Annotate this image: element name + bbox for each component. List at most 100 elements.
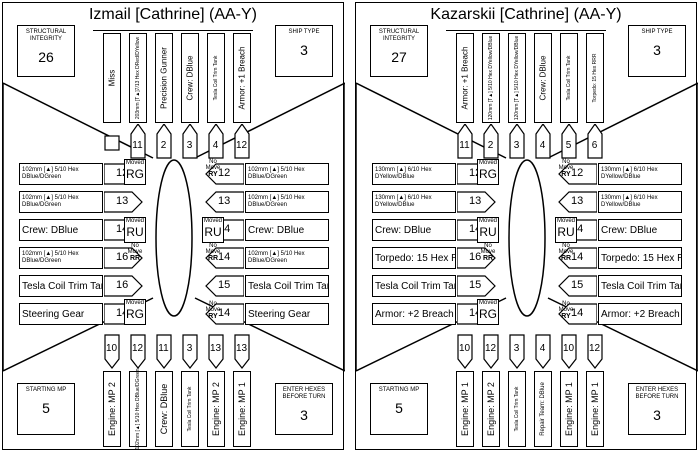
right-system-card[interactable]: Steering Gear (245, 303, 329, 325)
right-card-label: Torpedo: 15 Hex RRR (601, 252, 681, 264)
no-move-line2: Move (558, 165, 574, 171)
left-system-card[interactable]: Crew: DBlue (19, 219, 103, 241)
top-system-card[interactable]: Tesla Coil Trim Tank (207, 33, 225, 123)
bottom-system-card[interactable]: Engine: MP 1 (456, 371, 474, 447)
right-system-card[interactable]: Tesla Coil Trim Tank (245, 275, 329, 297)
top-system-card[interactable]: Armor: +1 Breach (233, 33, 251, 123)
top-card-label: Precision Gunner (159, 47, 169, 109)
hit-number-marker: 12 (587, 333, 603, 369)
left-card-label: Armor: +2 Breach (375, 308, 454, 320)
no-move-code: RY (208, 171, 218, 178)
left-system-card[interactable]: 130mm [▲] 6/10 Hex DYellow/DBlue (372, 191, 456, 213)
left-system-card[interactable]: 102mm [▲] 5/10 Hex DBlue/DGreen (19, 247, 103, 269)
no-move-line1: No (209, 243, 217, 249)
bottom-system-card[interactable]: Crew: DBlue (155, 371, 173, 447)
hit-number: 4 (212, 140, 219, 151)
hit-number-marker: 16 (457, 247, 497, 269)
right-system-card[interactable]: Crew: DBlue (245, 219, 329, 241)
hit-number: 2 (160, 140, 167, 151)
hit-number-marker: 13 (208, 333, 224, 369)
right-system-card[interactable]: Torpedo: 15 Hex RRR (598, 247, 682, 269)
left-system-card[interactable]: Tesla Coil Trim Tank (372, 275, 456, 297)
left-card-label: 102mm [▲] 5/10 Hex DBlue/DGreen (22, 195, 79, 208)
top-system-card[interactable]: Crew: DBlue (534, 33, 552, 123)
no-move-code: RY (561, 313, 571, 320)
top-system-card[interactable]: Crew: DBlue (181, 33, 199, 123)
bottom-system-card[interactable]: Engine: MP 2 (103, 371, 121, 447)
bottom-system-card[interactable]: Engine: MP 2 (482, 371, 500, 447)
hit-number: 3 (186, 140, 193, 151)
top-system-card[interactable]: Torpedo: 15 Hex RRR (586, 33, 604, 123)
box-value: 26 (38, 49, 54, 65)
hit-number-marker: 11 (156, 333, 172, 369)
moved-label: Moved (203, 218, 222, 224)
hit-number-marker: 15 (557, 275, 597, 297)
top-system-card[interactable]: 203mm [T▲]7/13 Hex DRed/DYellow (129, 33, 147, 123)
right-system-card[interactable]: 102mm [▲] 5/10 Hex DBlue/DGreen (245, 191, 329, 213)
hit-number: 3 (513, 343, 520, 354)
bottom-system-card[interactable]: Tesla Coil Trim Tank (181, 371, 199, 447)
box-value: 3 (300, 407, 308, 423)
top-system-card[interactable]: Precision Gunner (155, 33, 173, 123)
left-system-card[interactable]: Tesla Coil Trim Tank (19, 275, 103, 297)
left-system-card[interactable]: 102mm [▲] 5/10 Hex DBlue/DGreen (19, 191, 103, 213)
left-system-card[interactable]: 130mm [▲] 6/10 Hex DYellow/DBlue (372, 163, 456, 185)
bottom-system-card[interactable]: Engine: MP 2 (207, 371, 225, 447)
hit-number: 10 (458, 343, 471, 354)
top-system-card[interactable]: Tesla Coil Trim Tank (560, 33, 578, 123)
ship-center-oval (155, 159, 193, 317)
box-caption: STRUCTURAL INTEGRITY (25, 29, 67, 42)
bottom-system-card[interactable]: Engine: MP 1 (560, 371, 578, 447)
bottom-system-card[interactable]: Engine: MP 1 (233, 371, 251, 447)
no-move-line1: No (131, 243, 139, 249)
right-system-card[interactable]: 102mm [▲] 5/10 Hex DBlue/DGreen (245, 247, 329, 269)
hit-number-marker: 11 (457, 124, 473, 160)
hit-number-marker: 6 (587, 124, 603, 160)
bottom-system-card[interactable]: 102mm [▲] 5/10 Hex DBlue/DGreen (129, 368, 147, 450)
top-system-card[interactable]: Miss (103, 33, 121, 123)
bottom-system-card[interactable]: Repair Team: DBlue (534, 371, 552, 447)
left-card-label: Torpedo: 15 Hex RRR (375, 252, 455, 264)
hit-number-marker: 13 (557, 191, 597, 213)
hit-number: 10 (562, 343, 575, 354)
ship-center-oval (508, 159, 546, 317)
bottom-card-label: Crew: DBlue (159, 383, 169, 435)
right-system-card[interactable]: Tesla Coil Trim Tank (598, 275, 682, 297)
hit-number-marker: 4 (208, 124, 224, 160)
no-move-line1: No (484, 243, 492, 249)
title-underline (446, 30, 606, 31)
hit-number: 14 (218, 307, 231, 319)
box-caption: ENTER HEXES BEFORE TURN (635, 387, 679, 400)
left-system-card[interactable]: 102mm [▲] 5/10 Hex DBlue/DGreen (19, 163, 103, 185)
top-system-card[interactable]: Armor: +1 Breach (456, 33, 474, 123)
right-system-card[interactable]: 102mm [▲] 5/10 Hex DBlue/DGreen (245, 163, 329, 185)
right-system-card[interactable]: Armor: +2 Breach (598, 303, 682, 325)
right-system-card[interactable]: 130mm [▲] 6/10 Hex DYellow/DBlue (598, 163, 682, 185)
left-system-card[interactable]: Torpedo: 15 Hex RRR (372, 247, 456, 269)
bottom-system-card[interactable]: Engine: MP 1 (586, 371, 604, 447)
left-system-card[interactable]: Steering Gear (19, 303, 103, 325)
right-system-card[interactable]: 130mm [▲] 6/10 Hex DYellow/DBlue (598, 191, 682, 213)
left-system-card[interactable]: Armor: +2 Breach (372, 303, 456, 325)
hit-number: 12 (484, 343, 497, 354)
bottom-system-card[interactable]: Tesla Coil Trim Tank (508, 371, 526, 447)
hit-number: 12 (588, 343, 601, 354)
hit-number: 4 (539, 140, 546, 151)
left-system-card[interactable]: Crew: DBlue (372, 219, 456, 241)
top-card-label: Tesla Coil Trim Tank (566, 55, 572, 101)
right-system-card[interactable]: Crew: DBlue (598, 219, 682, 241)
hit-number: 12 (218, 167, 231, 179)
structural-integrity-box: STRUCTURAL INTEGRITY 26 (17, 25, 75, 77)
box-value: 5 (42, 400, 50, 416)
top-system-card[interactable]: 120mm [T▲] 5/10 Hex DYellow/DBlue (508, 33, 526, 123)
top-system-card[interactable]: 120mm [T▲] 5/10 Hex DYellow/DBlue (482, 33, 500, 123)
